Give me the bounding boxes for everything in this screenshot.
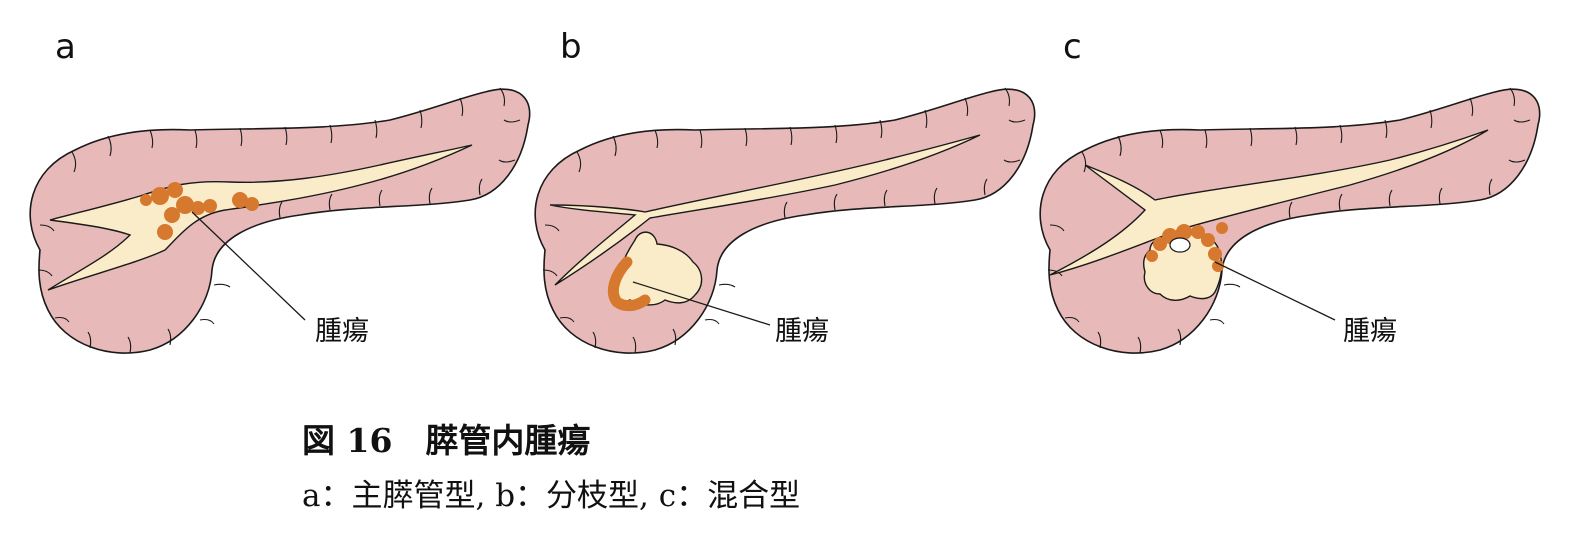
- panel-letter-b: b: [560, 27, 582, 67]
- pointer-line-c: [1214, 261, 1336, 321]
- panel-b-illustration: [534, 87, 1036, 354]
- main-duct-c: [1049, 129, 1489, 276]
- figure-caption-subtitle: a：主膵管型, b：分枝型, c：混合型: [302, 478, 801, 514]
- pancreas-b: [534, 88, 1036, 354]
- main-duct-b: [549, 134, 981, 286]
- tumor-label-a: 腫瘍: [315, 316, 369, 347]
- lobulation-c: [1047, 87, 1531, 354]
- lobulation-b: [542, 87, 1026, 354]
- pancreas-c: [1039, 88, 1541, 354]
- panel-letter-c: c: [1063, 27, 1082, 67]
- pancreas-diagram: [29, 87, 1541, 354]
- panel-c-illustration: [1039, 87, 1541, 354]
- tumor-a: [140, 182, 259, 240]
- tumor-label-c: 腫瘍: [1343, 316, 1397, 347]
- panel-a-illustration: [29, 87, 531, 354]
- figure-caption-title: 図 16 膵管内腫瘍: [302, 421, 591, 460]
- main-duct-a: [47, 144, 473, 291]
- pointer-line-b: [632, 281, 771, 326]
- panel-letter-a: a: [55, 27, 76, 67]
- tumor-b: [607, 256, 651, 312]
- pointer-line-a: [191, 211, 306, 321]
- lumen-c: [1169, 237, 1191, 253]
- lobulation-a: [37, 87, 521, 354]
- tumor-label-b: 腫瘍: [775, 316, 829, 347]
